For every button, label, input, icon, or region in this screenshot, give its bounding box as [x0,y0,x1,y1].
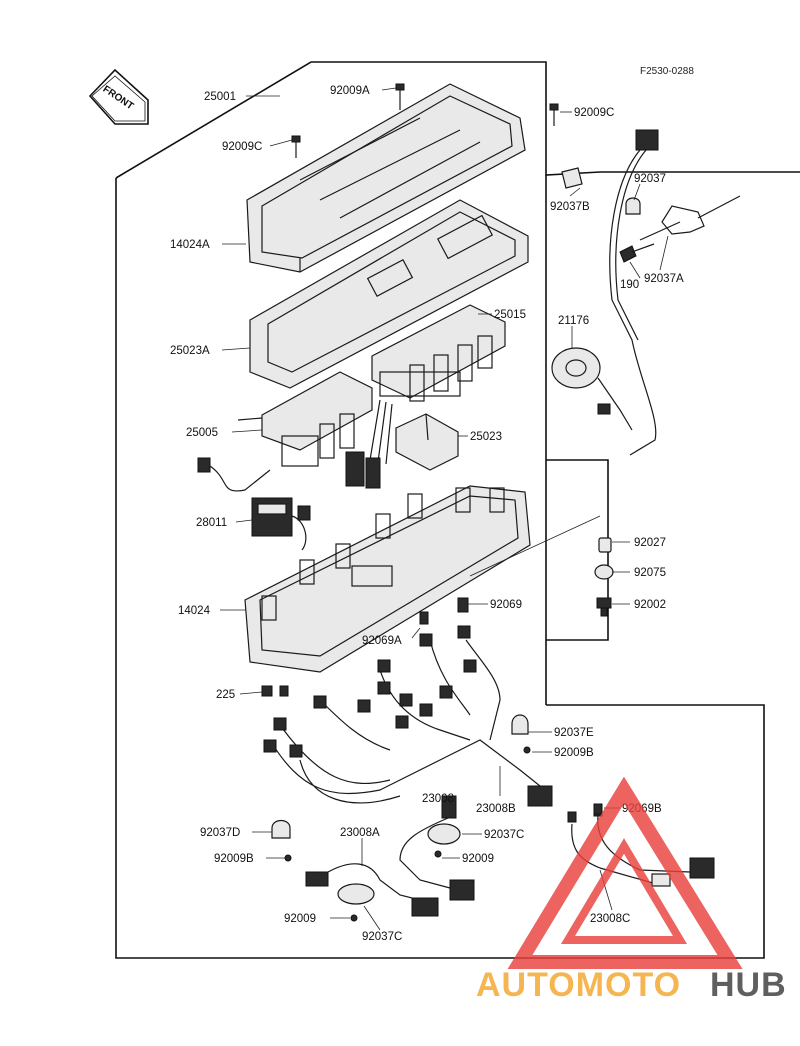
connector-bundle [345,399,393,489]
label-92027: 92027 [634,537,666,549]
label-23008C: 23008C [590,913,630,925]
relay-28011 [251,497,311,551]
sensor-23008A [305,863,439,922]
part-labels: 25001 92009A 92009C 92009C 14024A 25015 … [170,85,684,943]
front-arrow-icon: FRONT [88,68,149,125]
label-92037B: 92037B [550,201,590,213]
watermark-brand-part2: HUB [710,966,787,1004]
label-92037A: 92037A [644,273,684,285]
sensor-connector [197,457,271,492]
label-23008B: 23008B [476,803,516,815]
clamp-92037 [625,197,641,215]
label-21176: 21176 [558,315,589,327]
label-92075: 92075 [634,567,666,579]
screw-92009C-top [549,103,559,126]
label-25015: 25015 [494,309,526,321]
label-92037E: 92037E [554,727,594,739]
screw-92069 [457,597,469,613]
label-92037C-bottom: 92037C [362,931,402,943]
clamp-92037D [271,819,292,862]
meter-cable [609,129,659,456]
label-92037D: 92037D [200,827,240,839]
meter-cover-upper [246,83,526,273]
label-14024: 14024 [178,605,211,617]
label-190: 190 [620,279,639,291]
screw-92069A [419,611,429,625]
label-25023A: 25023A [170,345,210,357]
main-frame-left [115,178,765,959]
label-92009B-right: 92009B [554,747,594,759]
leader-lines [220,87,669,931]
label-92009A: 92009A [330,85,370,97]
label-14024A: 14024A [170,239,210,251]
label-92009B-left: 92009B [214,853,254,865]
label-92009C-top: 92009C [574,107,614,119]
bolt-92002 [596,597,612,617]
bracket-92037A [639,195,741,241]
label-92069: 92069 [490,599,522,611]
bolt-190 [619,243,655,263]
screw-92009C-left [291,135,301,158]
screw-92069B [593,803,603,815]
indicator-unit [395,413,459,471]
damper-92075 [594,564,614,580]
gauge-speedometer [237,371,373,467]
label-225: 225 [216,689,235,701]
label-92009-mid: 92009 [462,853,494,865]
label-92037: 92037 [634,173,666,185]
gauge-tachometer [371,304,506,402]
label-28011: 28011 [196,517,227,529]
label-92009C-left: 92009C [222,141,262,153]
label-23008: 23008 [422,793,454,805]
watermark-logo: AUTOMOTO HUB [476,776,787,1004]
gear-21176 [551,347,633,431]
reference-code: F2530-0288 [640,66,694,77]
wiring-harness [261,625,553,807]
label-25023: 25023 [470,431,502,443]
meter-case [244,485,531,673]
sensor-23008 [399,795,475,901]
label-23008A: 23008A [340,827,380,839]
meter-panel [249,199,529,389]
label-92002: 92002 [634,599,666,611]
clamp-92037B [561,167,583,189]
clamp-92037E [511,714,531,754]
watermark-brand-part1: AUTOMOTO [476,966,681,1004]
label-92069A: 92069A [362,635,402,647]
grommet-92027 [598,537,612,553]
label-92009-bottom: 92009 [284,913,316,925]
label-92037C-mid: 92037C [484,829,524,841]
label-25001: 25001 [204,91,236,103]
main-frame [115,61,800,179]
label-25005: 25005 [186,427,218,439]
screw-92009A [395,83,405,110]
